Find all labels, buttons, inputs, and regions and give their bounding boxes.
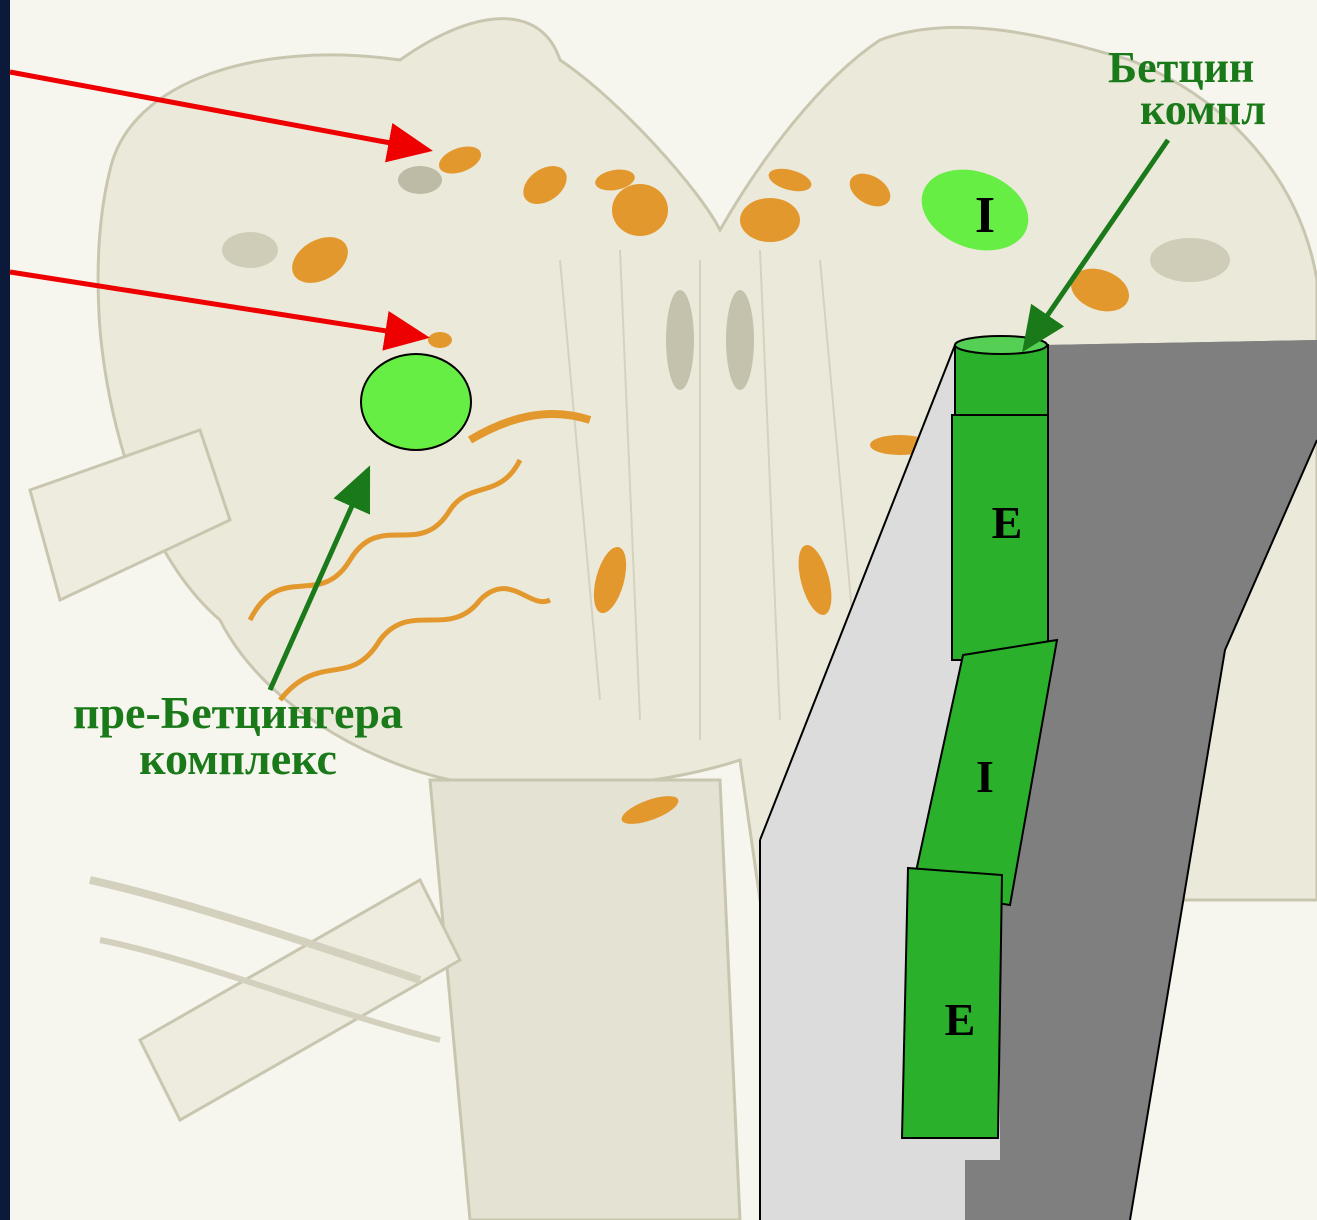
left-border xyxy=(0,0,10,1220)
botzinger-label-line2: компл xyxy=(1140,85,1266,134)
neuron-i-label: I xyxy=(975,187,995,244)
column-e-upper-label: E xyxy=(992,497,1023,548)
pre-botzinger-label-line1: пре-Бетцингера xyxy=(73,687,403,738)
pre-botzinger-neuron-marker xyxy=(361,354,471,450)
column-top-segment xyxy=(955,345,1048,415)
column-e-lower-label: E xyxy=(945,994,976,1045)
pre-botzinger-label-line2: комплекс xyxy=(139,733,337,784)
column-i-middle-label: I xyxy=(976,751,994,802)
